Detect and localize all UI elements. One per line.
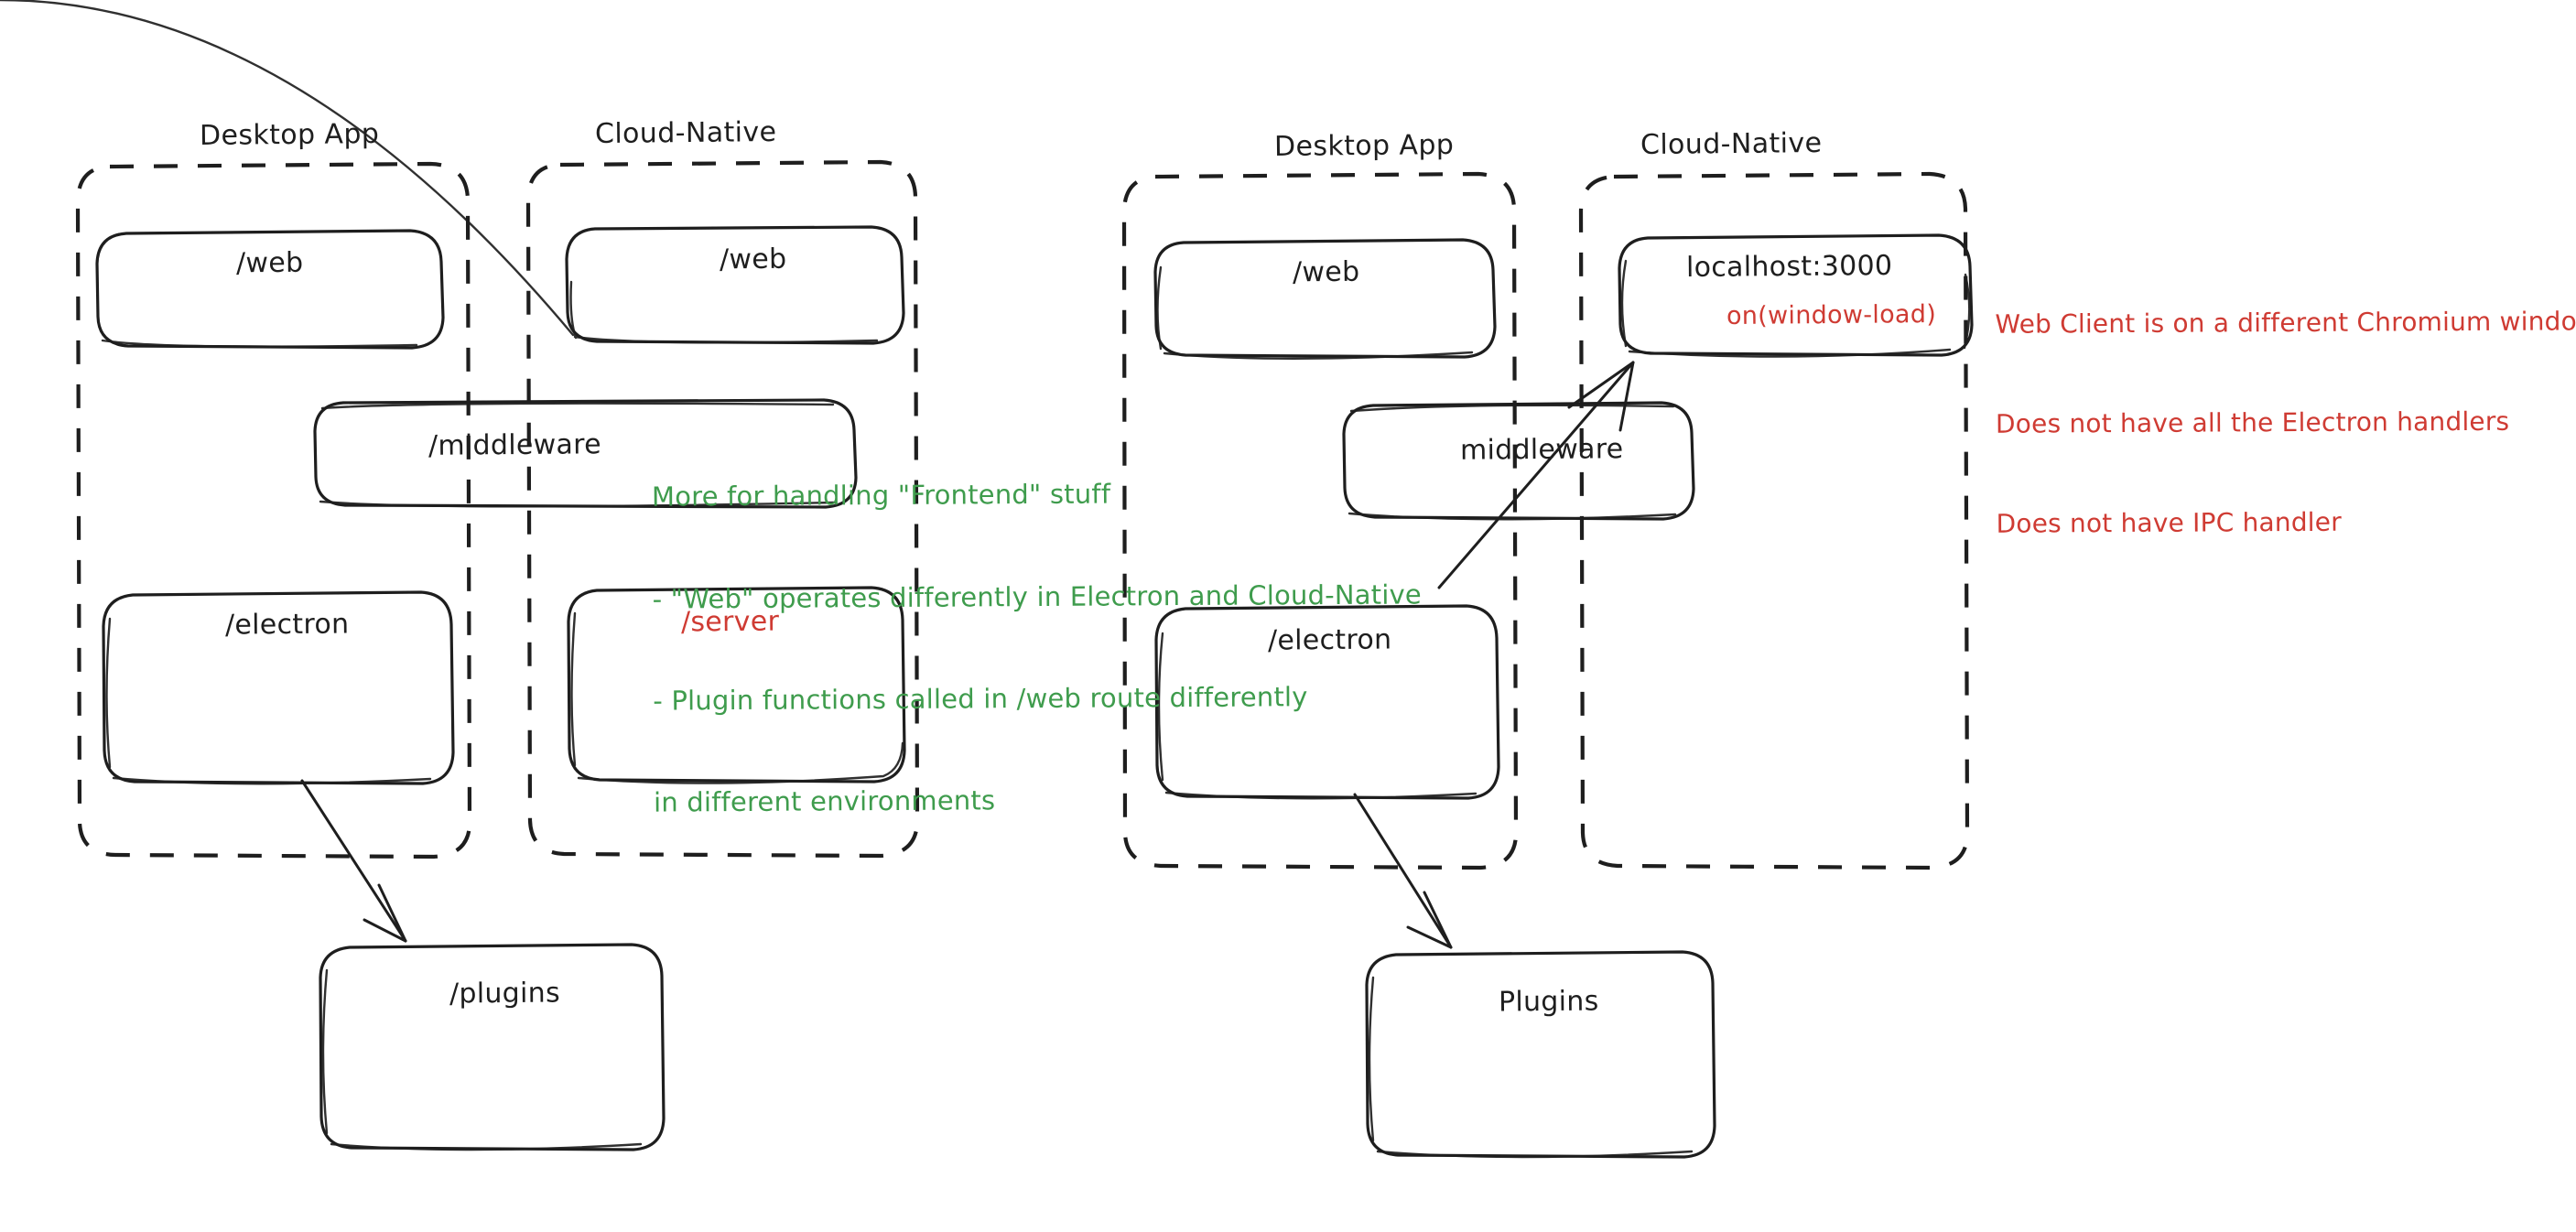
annotation-green-line-2: - "Web" operates differently in Electron… — [652, 578, 1423, 615]
annotation-red-line-1: Web Client is on a different Chromium wi… — [1995, 306, 2576, 340]
node-shape-right-plugins — [1365, 950, 1716, 1159]
annotation-red-note: Web Client is on a different Chromium wi… — [1995, 238, 2576, 608]
node-label-right-localhost: localhost:3000 — [1685, 250, 1893, 284]
node-shape-left-server — [567, 586, 906, 784]
annotation-green-line-1: More for handling "Frontend" stuff — [651, 478, 1111, 513]
annotation-green-line-4: in different environments — [653, 784, 996, 818]
node-shape-left-plugins — [319, 943, 666, 1151]
node-label-right-web: /web — [1292, 255, 1360, 289]
group-frame-right-cloud-native — [1578, 171, 1970, 870]
node-shape-left-web-sketch — [101, 339, 418, 348]
group-frame-left-cloud-native — [525, 159, 920, 859]
annotation-green-note: More for handling "Frontend" stuff - "We… — [651, 407, 1423, 888]
node-shape-left-middleware — [313, 398, 858, 509]
node-shape-right-electron-sketch — [1157, 632, 1477, 800]
node-shape-left-middleware-sketch — [319, 402, 837, 508]
edge-right-electron-to-localhost — [1437, 361, 1635, 589]
node-label-left-middleware: /middleware — [428, 428, 602, 462]
node-shape-right-localhost — [1618, 233, 1974, 357]
annotation-green-line-3: - Plugin functions called in /web route … — [653, 681, 1308, 717]
node-shape-left-cn-web-sketch — [0, 0, 879, 344]
edge-left-electron-to-plugins — [300, 779, 407, 943]
node-label-left-cn-web: /web — [719, 243, 787, 276]
node-shape-left-cn-web — [565, 225, 905, 345]
node-label-right-plugins: Plugins — [1498, 985, 1599, 1019]
node-shape-right-electron — [1154, 604, 1500, 800]
group-frame-left-desktop-app — [75, 161, 472, 859]
node-shape-right-middleware — [1342, 401, 1695, 521]
node-shape-left-electron — [102, 590, 455, 785]
node-label-right-middleware: middleware — [1459, 433, 1624, 467]
node-shape-left-electron-sketch — [105, 617, 432, 785]
group-caption-right-cloud-native: Cloud-Native — [1640, 126, 1823, 162]
node-shape-right-web — [1153, 238, 1497, 359]
node-shape-left-plugins-sketch — [321, 968, 643, 1151]
group-caption-left-desktop-app: Desktop App — [199, 117, 380, 153]
annotation-red-line-3: Does not have IPC handler — [1996, 506, 2342, 539]
node-sublabel-right-localhost: on(window-load) — [1726, 300, 1937, 330]
annotation-red-line-2: Does not have all the Electron handlers — [1995, 405, 2510, 439]
node-shape-left-server-sketch — [570, 611, 904, 784]
node-label-left-plugins: /plugins — [449, 977, 561, 1010]
node-shape-left-web — [95, 229, 445, 350]
edge-right-electron-to-plugins — [1353, 793, 1453, 949]
node-shape-right-plugins-sketch — [1368, 976, 1694, 1159]
node-shape-right-localhost-sketch — [1620, 259, 1971, 358]
group-caption-left-cloud-native: Cloud-Native — [594, 115, 777, 151]
node-label-left-web: /web — [235, 246, 304, 280]
node-label-left-electron: /electron — [224, 608, 350, 642]
group-caption-right-desktop-app: Desktop App — [1273, 128, 1455, 164]
node-shape-right-web-sketch — [1156, 265, 1474, 360]
group-frame-right-desktop-app — [1121, 171, 1519, 870]
